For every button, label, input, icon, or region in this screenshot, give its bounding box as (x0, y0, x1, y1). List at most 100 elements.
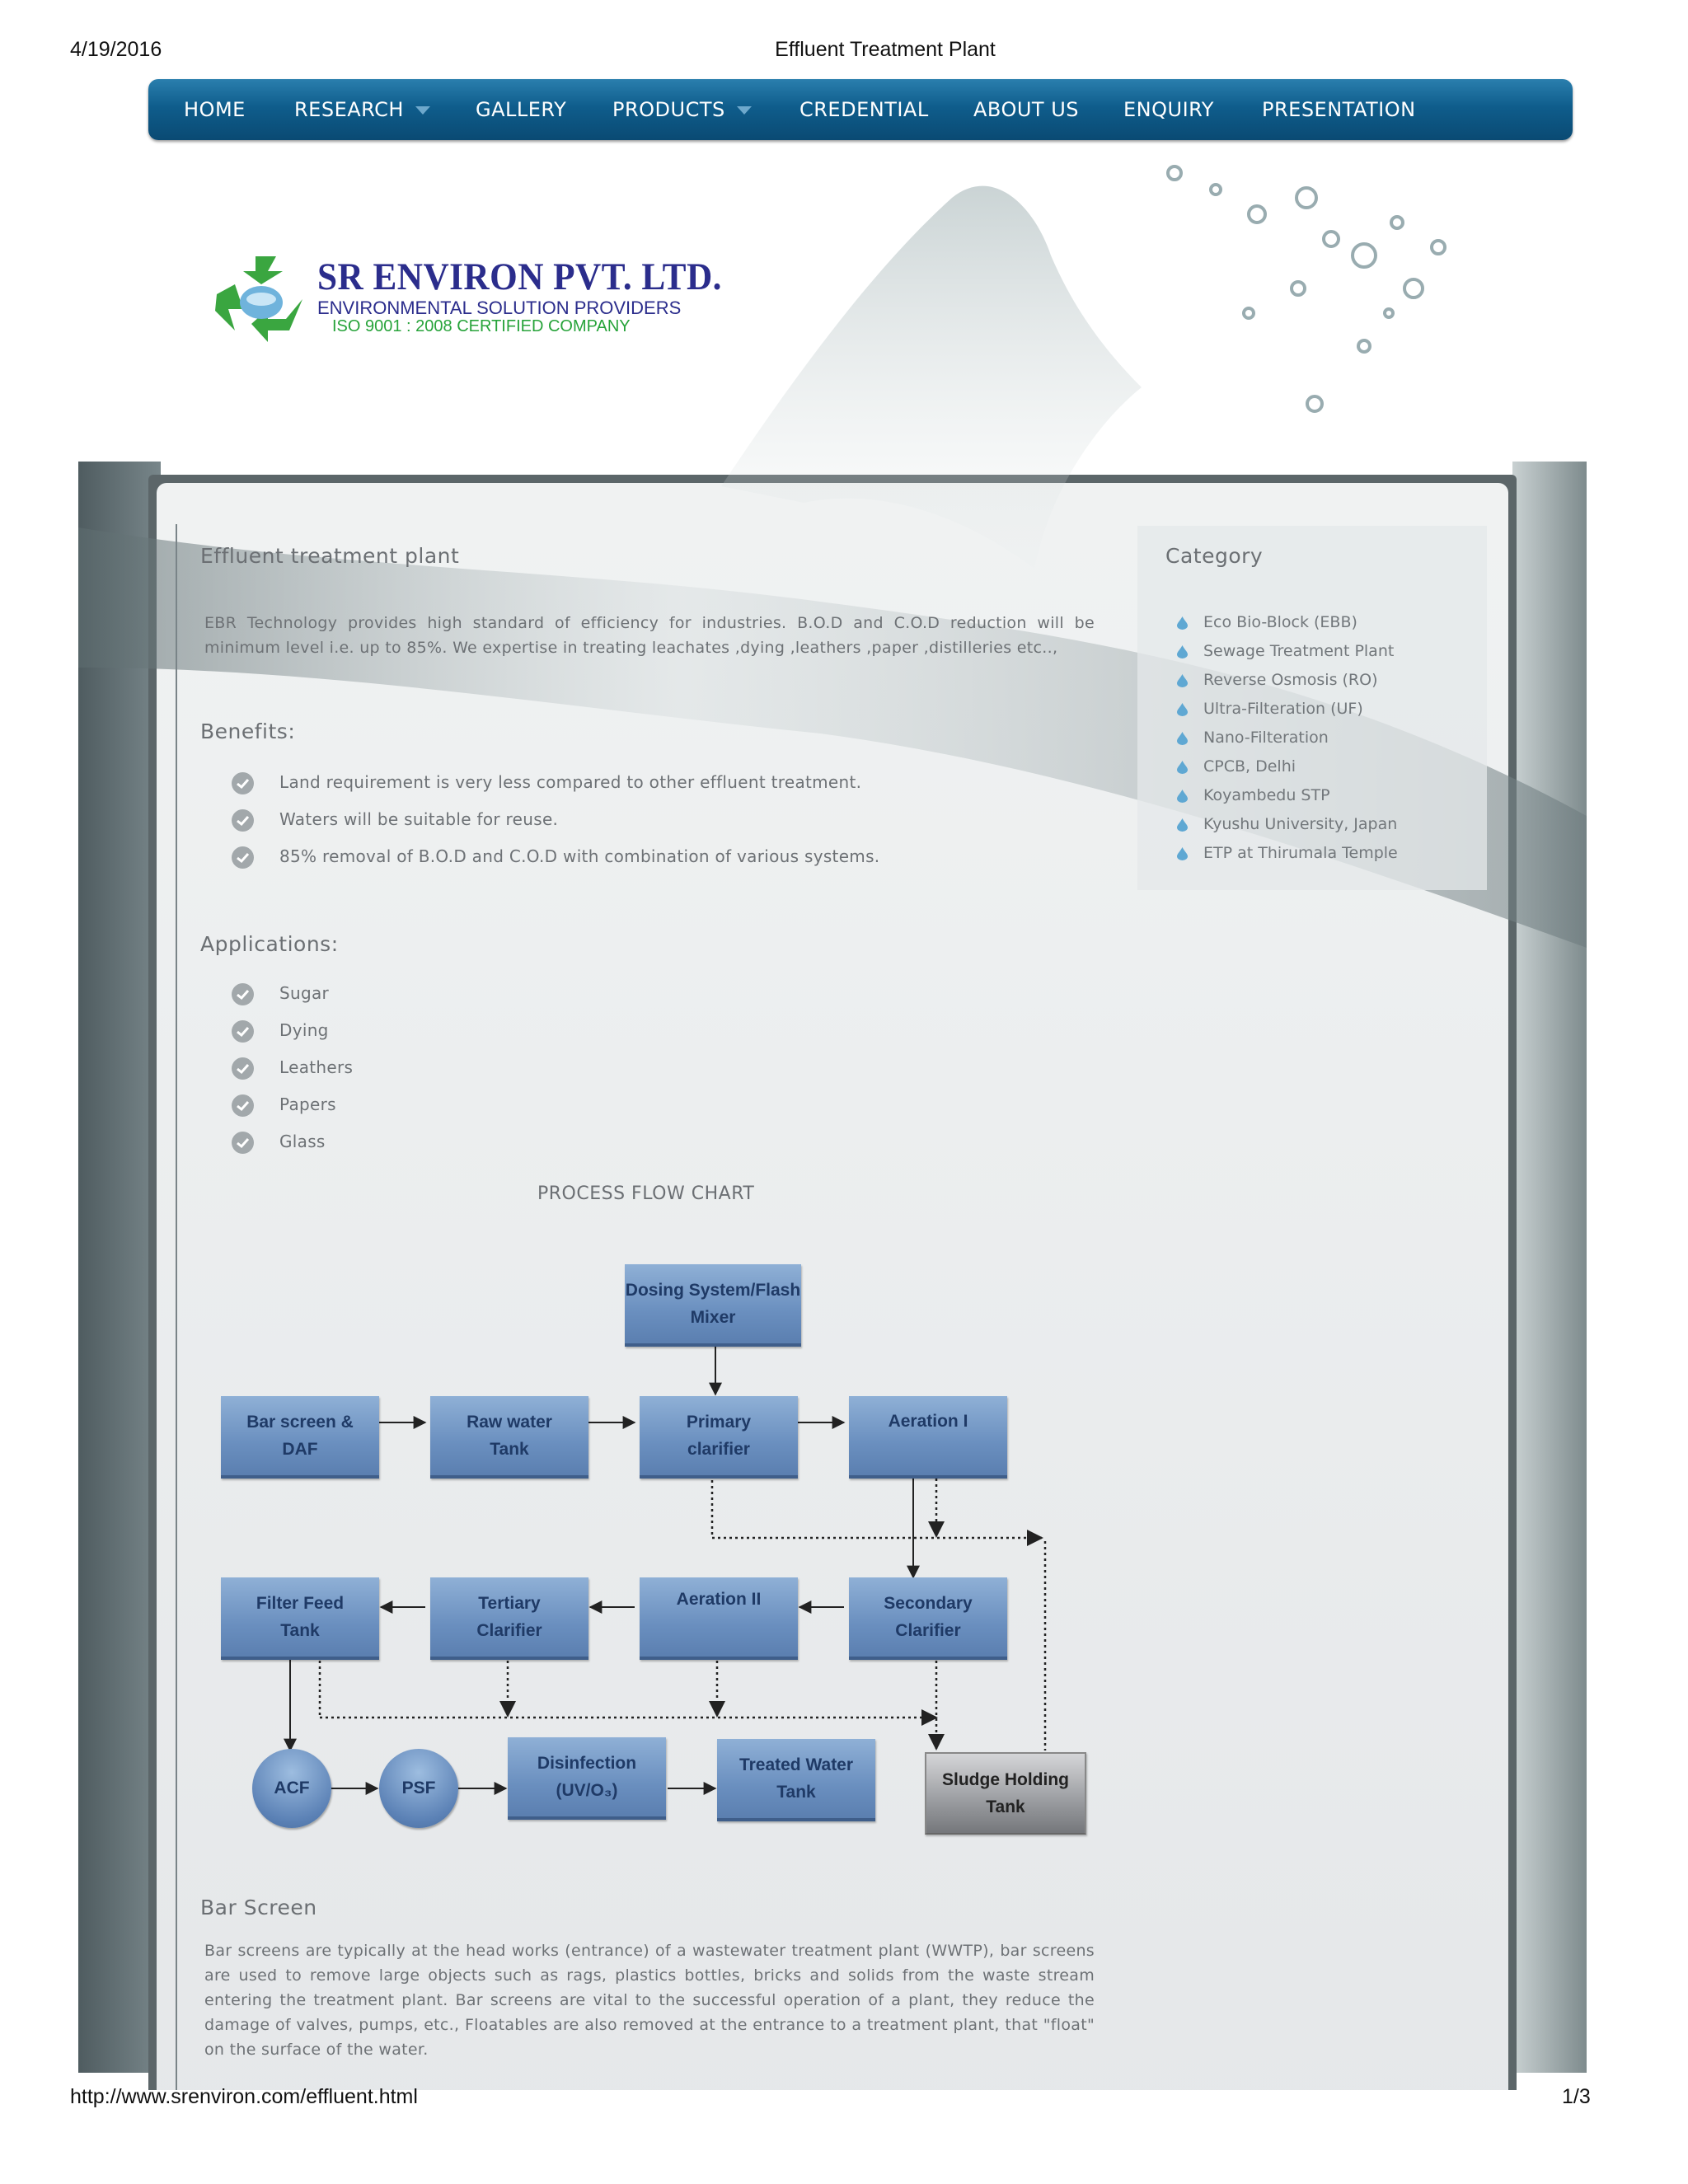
water-drop-icon (1177, 847, 1188, 860)
flow-node-label: Clarifier (476, 1621, 542, 1640)
list-item: 85% removal of B.O.D and C.O.D with comb… (232, 838, 879, 875)
category-item-nano-filteration[interactable]: Nano-Filteration (1177, 724, 1398, 752)
category-sidebar (1137, 526, 1487, 890)
intro-paragraph: EBR Technology provides high standard of… (204, 614, 1095, 657)
nav-presentation-label: PRESENTATION (1262, 98, 1416, 121)
category-list: Eco Bio-Block (EBB) Sewage Treatment Pla… (1177, 608, 1398, 868)
print-date: 4/19/2016 (70, 38, 162, 61)
water-drop-icon (1177, 645, 1188, 658)
flow-node-acf: ACF (252, 1749, 331, 1828)
category-item-label: Koyambedu STP (1203, 786, 1330, 804)
applications-heading: Applications: (200, 932, 339, 956)
benefits-heading: Benefits: (200, 719, 296, 743)
check-icon (232, 983, 254, 1005)
nav-home[interactable]: HOME (184, 79, 246, 140)
nav-research-label: RESEARCH (294, 98, 404, 121)
company-logo[interactable]: SR ENVIRON PVT. LTD. ENVIRONMENTAL SOLUT… (210, 251, 721, 350)
applications-list: Sugar Dying Leathers Papers Glass (232, 975, 353, 1160)
flow-node-label: Primary (686, 1413, 752, 1432)
category-item-label: Sewage Treatment Plant (1203, 642, 1395, 660)
check-icon (232, 1020, 254, 1043)
application-text: Glass (279, 1132, 326, 1151)
category-item-label: ETP at Thirumala Temple (1203, 844, 1398, 862)
water-drop-icon (1177, 732, 1188, 745)
nav-products[interactable]: PRODUCTS (612, 79, 752, 140)
background-right-band (1512, 462, 1587, 2073)
nav-enquiry[interactable]: ENQUIRY (1123, 79, 1214, 140)
nav-research[interactable]: RESEARCH (294, 79, 430, 140)
flow-node-label: Mixer (690, 1308, 736, 1327)
list-item: Glass (232, 1123, 353, 1160)
category-item-sewage-treatment[interactable]: Sewage Treatment Plant (1177, 637, 1398, 666)
nav-products-label: PRODUCTS (612, 98, 725, 121)
content-left-rule (176, 524, 177, 2090)
nav-about-us[interactable]: ABOUT US (973, 79, 1079, 140)
nav-enquiry-label: ENQUIRY (1123, 98, 1214, 121)
flow-node-label: Tank (776, 1783, 816, 1802)
print-page-number: 1/3 (1562, 2085, 1591, 2108)
category-item-label: Ultra-Filteration (UF) (1203, 700, 1363, 718)
flow-node-label: Tertiary (478, 1594, 541, 1613)
flow-node-aeration-2: Aeration II (640, 1577, 798, 1660)
category-item-koyambedu-stp[interactable]: Koyambedu STP (1177, 781, 1398, 810)
category-item-label: Kyushu University, Japan (1203, 815, 1398, 833)
water-drop-icon (1177, 616, 1188, 630)
company-tagline: ENVIRONMENTAL SOLUTION PROVIDERS (317, 298, 682, 318)
flow-node-label: Filter Feed (256, 1594, 345, 1613)
category-item-reverse-osmosis[interactable]: Reverse Osmosis (RO) (1177, 666, 1398, 695)
application-text: Leathers (279, 1057, 354, 1077)
nav-gallery[interactable]: GALLERY (476, 79, 566, 140)
list-item: Dying (232, 1012, 353, 1049)
flow-node-label: (UV/O₃) (556, 1781, 618, 1800)
check-icon (232, 846, 254, 869)
company-name: SR ENVIRON PVT. LTD. (317, 255, 722, 298)
category-item-label: Eco Bio-Block (EBB) (1203, 613, 1357, 631)
water-drop-icon (1177, 674, 1188, 687)
print-header: 4/19/2016 Effluent Treatment Plant (0, 38, 1688, 71)
flow-node-bar-screen: Bar screen & DAF (221, 1396, 379, 1479)
flow-node-label: DAF (282, 1440, 318, 1459)
application-text: Dying (279, 1020, 329, 1040)
category-item-ultra-filteration[interactable]: Ultra-Filteration (UF) (1177, 695, 1398, 724)
flow-node-label: Treated Water (738, 1755, 854, 1774)
category-item-eco-bio-block[interactable]: Eco Bio-Block (EBB) (1177, 608, 1398, 637)
flow-node-label: Secondary (884, 1594, 973, 1613)
flow-node-primary-clarifier: Primary clarifier (640, 1396, 798, 1479)
flow-node-label: clarifier (687, 1440, 750, 1459)
page-title: Effluent treatment plant (200, 544, 460, 568)
check-icon (232, 809, 254, 832)
category-item-kyushu-university[interactable]: Kyushu University, Japan (1177, 810, 1398, 839)
flow-node-label: Raw water (467, 1413, 552, 1432)
flow-node-label: Tank (986, 1797, 1025, 1816)
print-url: http://www.srenviron.com/effluent.html (70, 2085, 418, 2108)
water-drop-icon (1177, 818, 1188, 832)
list-item: Leathers (232, 1049, 353, 1086)
flow-node-label: Aeration II (676, 1590, 762, 1609)
check-icon (232, 772, 254, 794)
category-item-cpcb-delhi[interactable]: CPCB, Delhi (1177, 752, 1398, 781)
nav-credential[interactable]: CREDENTIAL (799, 79, 929, 140)
nav-about-us-label: ABOUT US (973, 98, 1080, 121)
category-item-thirumala-temple[interactable]: ETP at Thirumala Temple (1177, 839, 1398, 868)
flow-connectors (284, 1343, 1047, 1795)
main-navigation: HOME RESEARCH GALLERY PRODUCTS CREDENTIA… (148, 79, 1573, 140)
flow-node-label: Bar screen & (246, 1413, 354, 1432)
nav-credential-label: CREDENTIAL (799, 98, 929, 121)
chevron-down-icon (415, 106, 430, 115)
water-drop-icon (1177, 761, 1188, 774)
list-item: Land requirement is very less compared t… (232, 764, 879, 801)
flow-node-disinfection: Disinfection(UV/O₃) (508, 1737, 666, 1820)
flow-node-label: Dosing System/Flash (625, 1281, 801, 1300)
flow-node-label: ACF (274, 1779, 310, 1797)
list-item: Papers (232, 1086, 353, 1123)
nav-gallery-label: GALLERY (476, 98, 567, 121)
check-icon (232, 1094, 254, 1117)
nav-presentation[interactable]: PRESENTATION (1262, 79, 1416, 140)
list-item: Sugar (232, 975, 353, 1012)
list-item: Waters will be suitable for reuse. (232, 801, 879, 838)
